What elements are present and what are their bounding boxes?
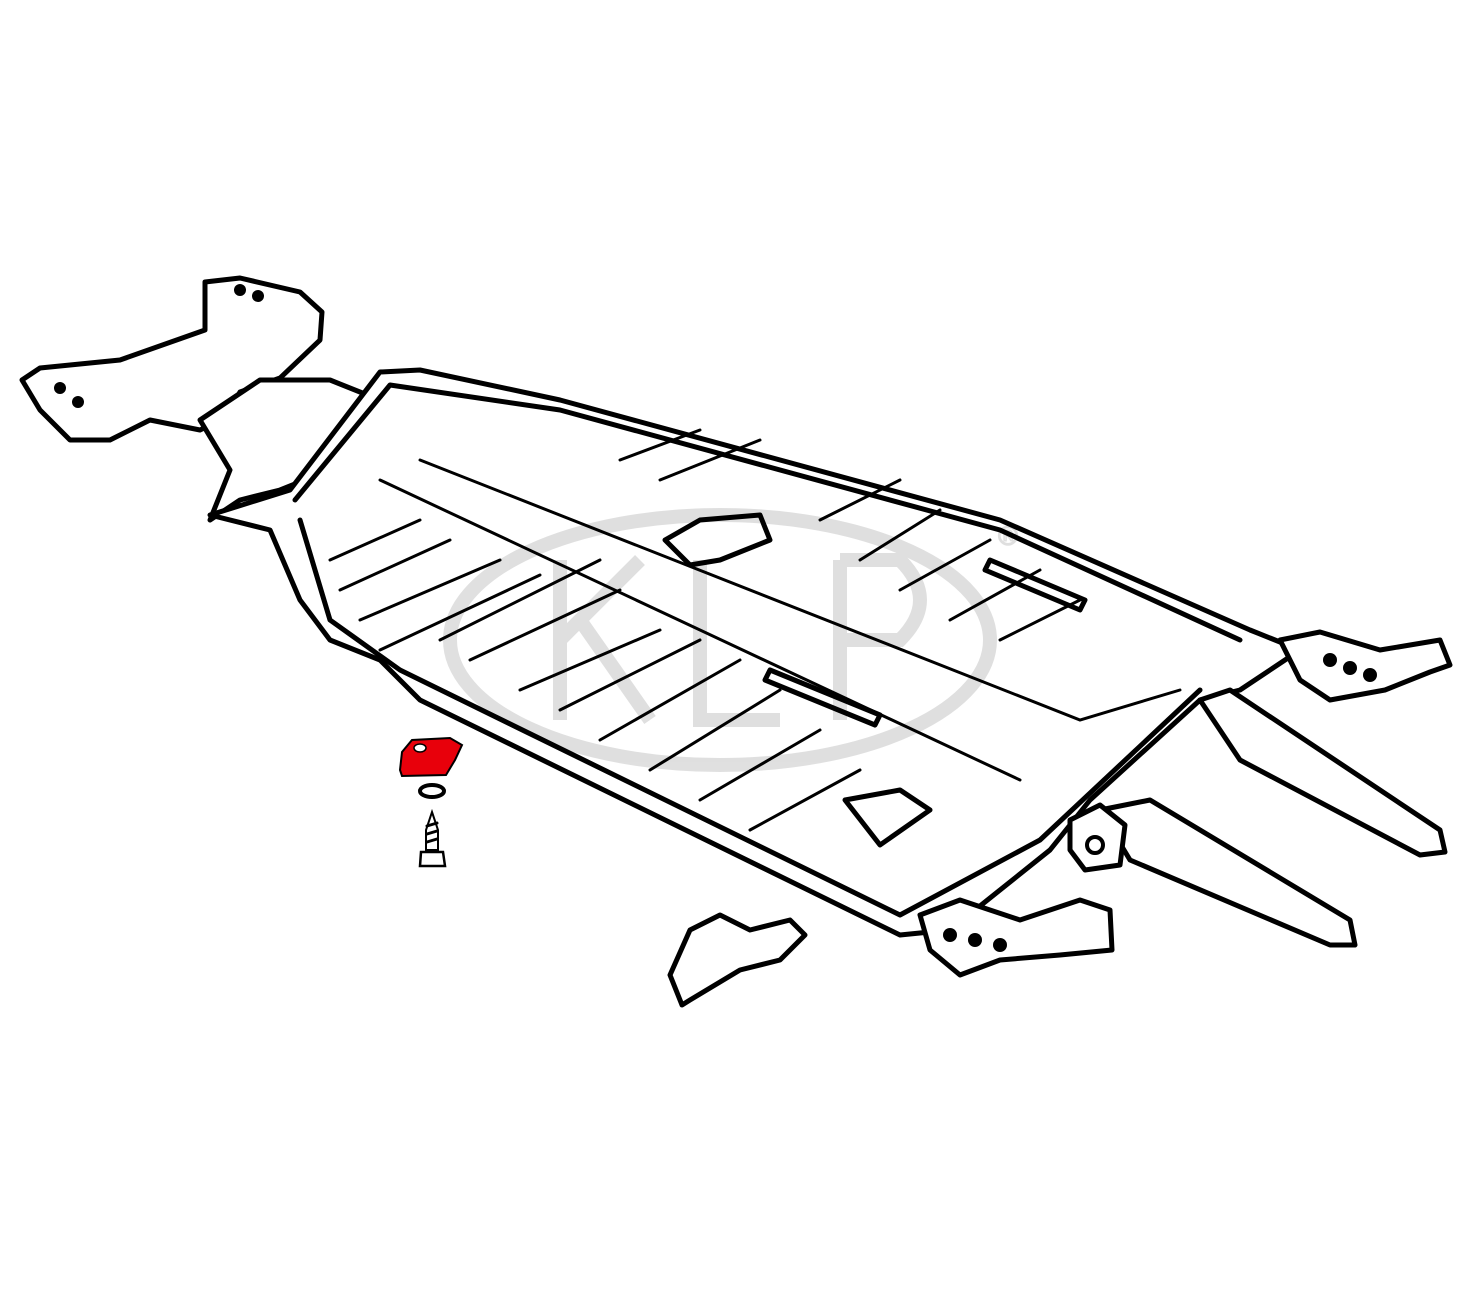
floor-ribs [328, 428, 1082, 832]
front-axle-mount [19, 275, 383, 523]
svg-text:®: ® [995, 522, 1021, 552]
highlighted-clamp-bracket[interactable] [398, 736, 464, 778]
washer [418, 783, 446, 799]
rear-frame-fork [917, 629, 1453, 978]
side-bracket [667, 912, 808, 1008]
watermark-logo: ® [443, 508, 1022, 772]
bolt [418, 808, 447, 868]
floor-pan [207, 367, 1303, 938]
